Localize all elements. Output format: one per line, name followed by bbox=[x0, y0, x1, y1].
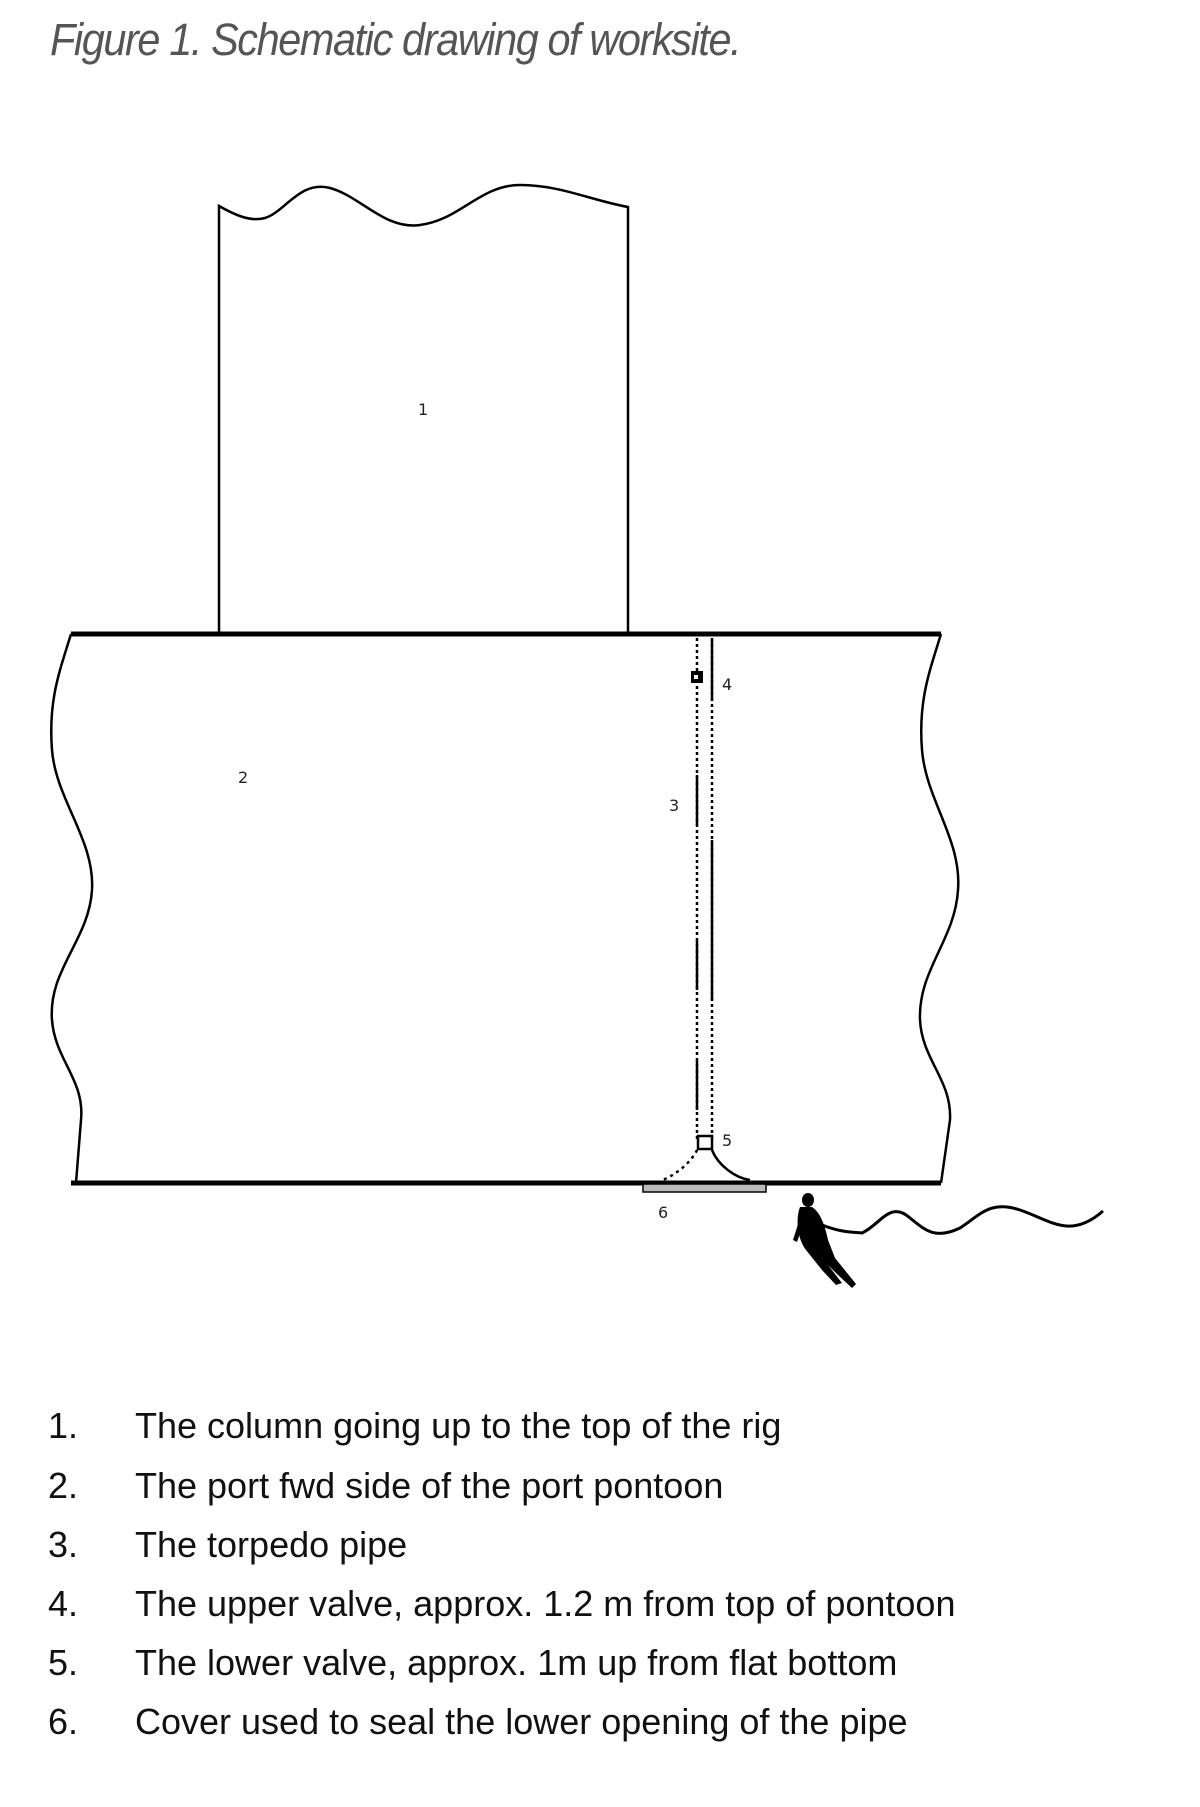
diver-icon bbox=[793, 1193, 856, 1288]
label-4: 4 bbox=[722, 675, 732, 694]
legend-text: The port fwd side of the port pontoon bbox=[135, 1465, 724, 1506]
legend-text: The torpedo pipe bbox=[135, 1524, 408, 1565]
label-1: 1 bbox=[418, 400, 428, 419]
legend-number: 6. bbox=[48, 1701, 79, 1742]
lower-valve-icon bbox=[696, 1134, 714, 1151]
figure-title: Figure 1. Schematic drawing of worksite. bbox=[50, 14, 742, 65]
pontoon bbox=[50, 631, 960, 1186]
torpedo-pipe bbox=[661, 638, 751, 1182]
legend-number: 5. bbox=[48, 1642, 79, 1683]
legend-number: 1. bbox=[48, 1405, 79, 1446]
label-3: 3 bbox=[669, 796, 679, 815]
label-5: 5 bbox=[722, 1131, 732, 1150]
label-2: 2 bbox=[238, 768, 248, 787]
cover bbox=[642, 1183, 767, 1193]
legend-number: 3. bbox=[48, 1524, 79, 1565]
legend-text: The column going up to the top of the ri… bbox=[135, 1405, 782, 1446]
legend-text: The lower valve, approx. 1m up from flat… bbox=[135, 1642, 898, 1683]
legend-text: The upper valve, approx. 1.2 m from top … bbox=[135, 1583, 956, 1624]
legend-number: 4. bbox=[48, 1583, 79, 1624]
legend-number: 2. bbox=[48, 1465, 79, 1506]
column bbox=[217, 183, 630, 634]
label-6: 6 bbox=[658, 1203, 668, 1222]
legend-text: Cover used to seal the lower opening of … bbox=[135, 1701, 908, 1742]
diver-umbilical bbox=[821, 1205, 1104, 1235]
